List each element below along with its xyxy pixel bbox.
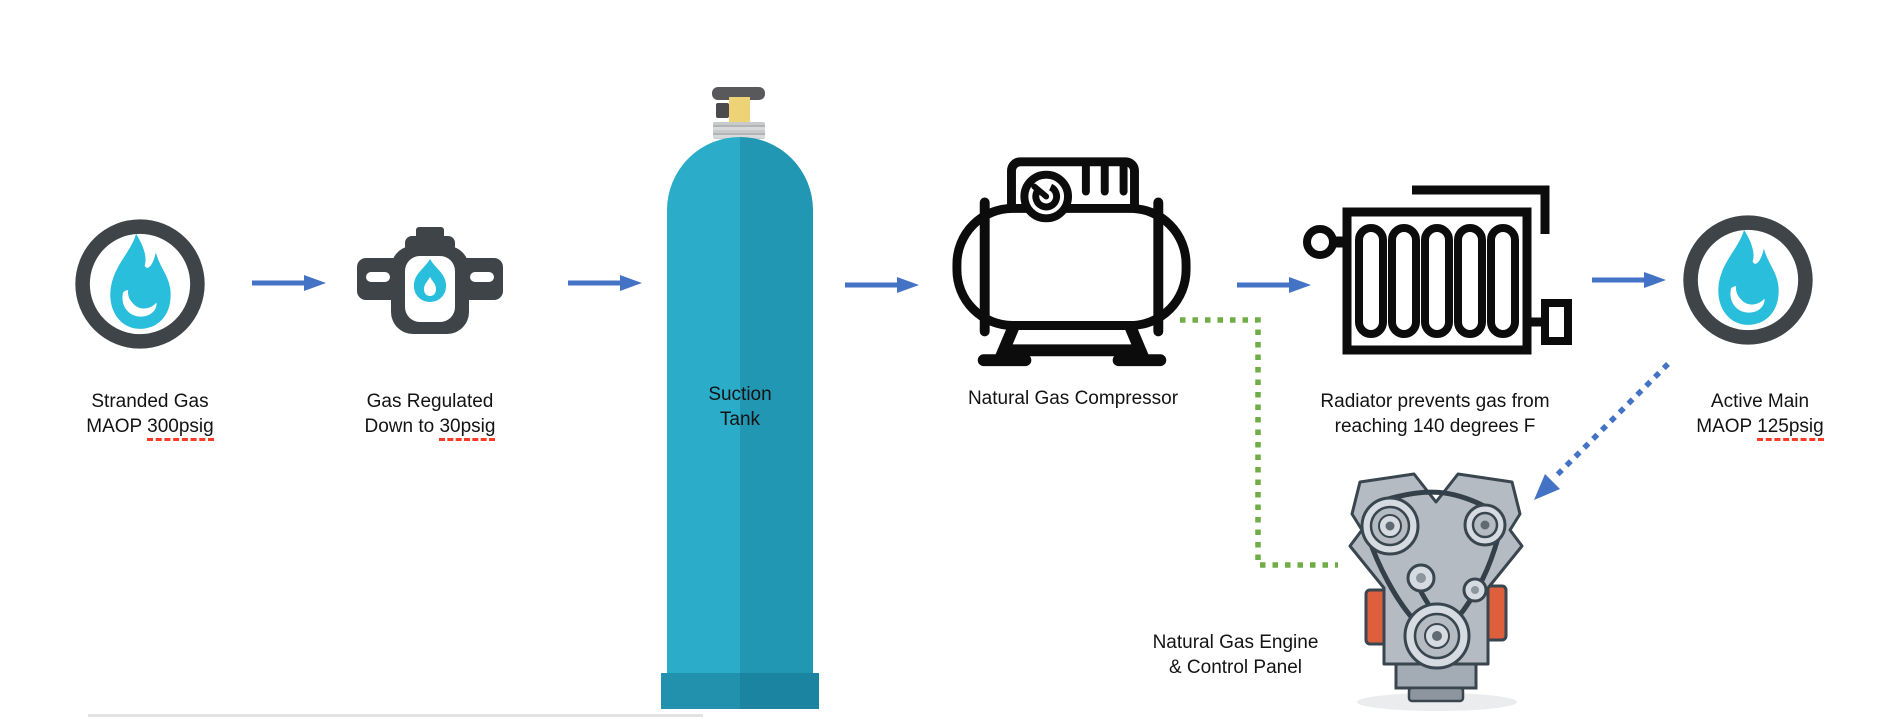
gas-cylinder-valve-knob: [716, 103, 729, 118]
flow-arrow-4: [1237, 277, 1311, 293]
engine-label: Natural Gas Engine & Control Panel: [1118, 630, 1353, 680]
radiator-icon: [1303, 185, 1572, 355]
label-line: reaching 140 degrees F: [1334, 416, 1536, 437]
label-line: Active Main: [1710, 391, 1810, 412]
radiator-label: Radiator prevents gas from reaching 140 …: [1295, 389, 1575, 439]
regulator-label: Gas Regulated Down to 30psig: [320, 389, 540, 441]
label-line: Gas Regulated: [366, 391, 494, 412]
misspelled-word: 300psig: [147, 416, 214, 441]
flow-arrow-3: [845, 277, 919, 293]
label-line: & Control Panel: [1168, 657, 1303, 678]
flame-circle-icon-stranded-gas: [75, 219, 205, 349]
label-line: Suction: [708, 384, 772, 405]
compressor-icon: [952, 157, 1191, 367]
label-line: Down to 30psig: [320, 414, 540, 441]
gas-cylinder-cap: [712, 87, 765, 100]
label-line: Natural Gas Compressor: [967, 388, 1179, 409]
label-line: Radiator prevents gas from: [1320, 391, 1550, 412]
active-main-label: Active Main MAOP 125psig: [1650, 389, 1870, 441]
flame-circle-icon-active-main: [1683, 215, 1813, 345]
bottom-artifact-line: [88, 714, 703, 717]
v-engine-icon: [1348, 472, 1524, 711]
label-line: Stranded Gas: [91, 391, 209, 412]
gas-cylinder-base: [661, 673, 819, 709]
gas-regulator-icon: [357, 227, 503, 334]
compressor-engine-dotted-connector: [1180, 317, 1338, 568]
label-line: MAOP 300psig: [40, 414, 260, 441]
gas-cylinder-collar: [713, 122, 765, 139]
label-line: Tank: [719, 409, 761, 430]
gas-cylinder-valve-stem: [729, 97, 750, 125]
flow-arrow-1: [252, 275, 326, 291]
main-to-engine-dotted-arrow: [1534, 362, 1670, 500]
misspelled-word: 30psig: [439, 416, 496, 441]
label-line: MAOP 125psig: [1650, 414, 1870, 441]
flow-arrow-2: [568, 275, 642, 291]
misspelled-word: 125psig: [1757, 416, 1824, 441]
flow-arrow-5: [1592, 272, 1666, 288]
label-line: Natural Gas Engine: [1152, 632, 1319, 653]
gas-cylinder-body: [667, 137, 813, 674]
suction-tank-label: Suction Tank: [665, 382, 815, 432]
compressor-label: Natural Gas Compressor: [948, 386, 1198, 411]
stranded-gas-label: Stranded Gas MAOP 300psig: [40, 389, 260, 441]
